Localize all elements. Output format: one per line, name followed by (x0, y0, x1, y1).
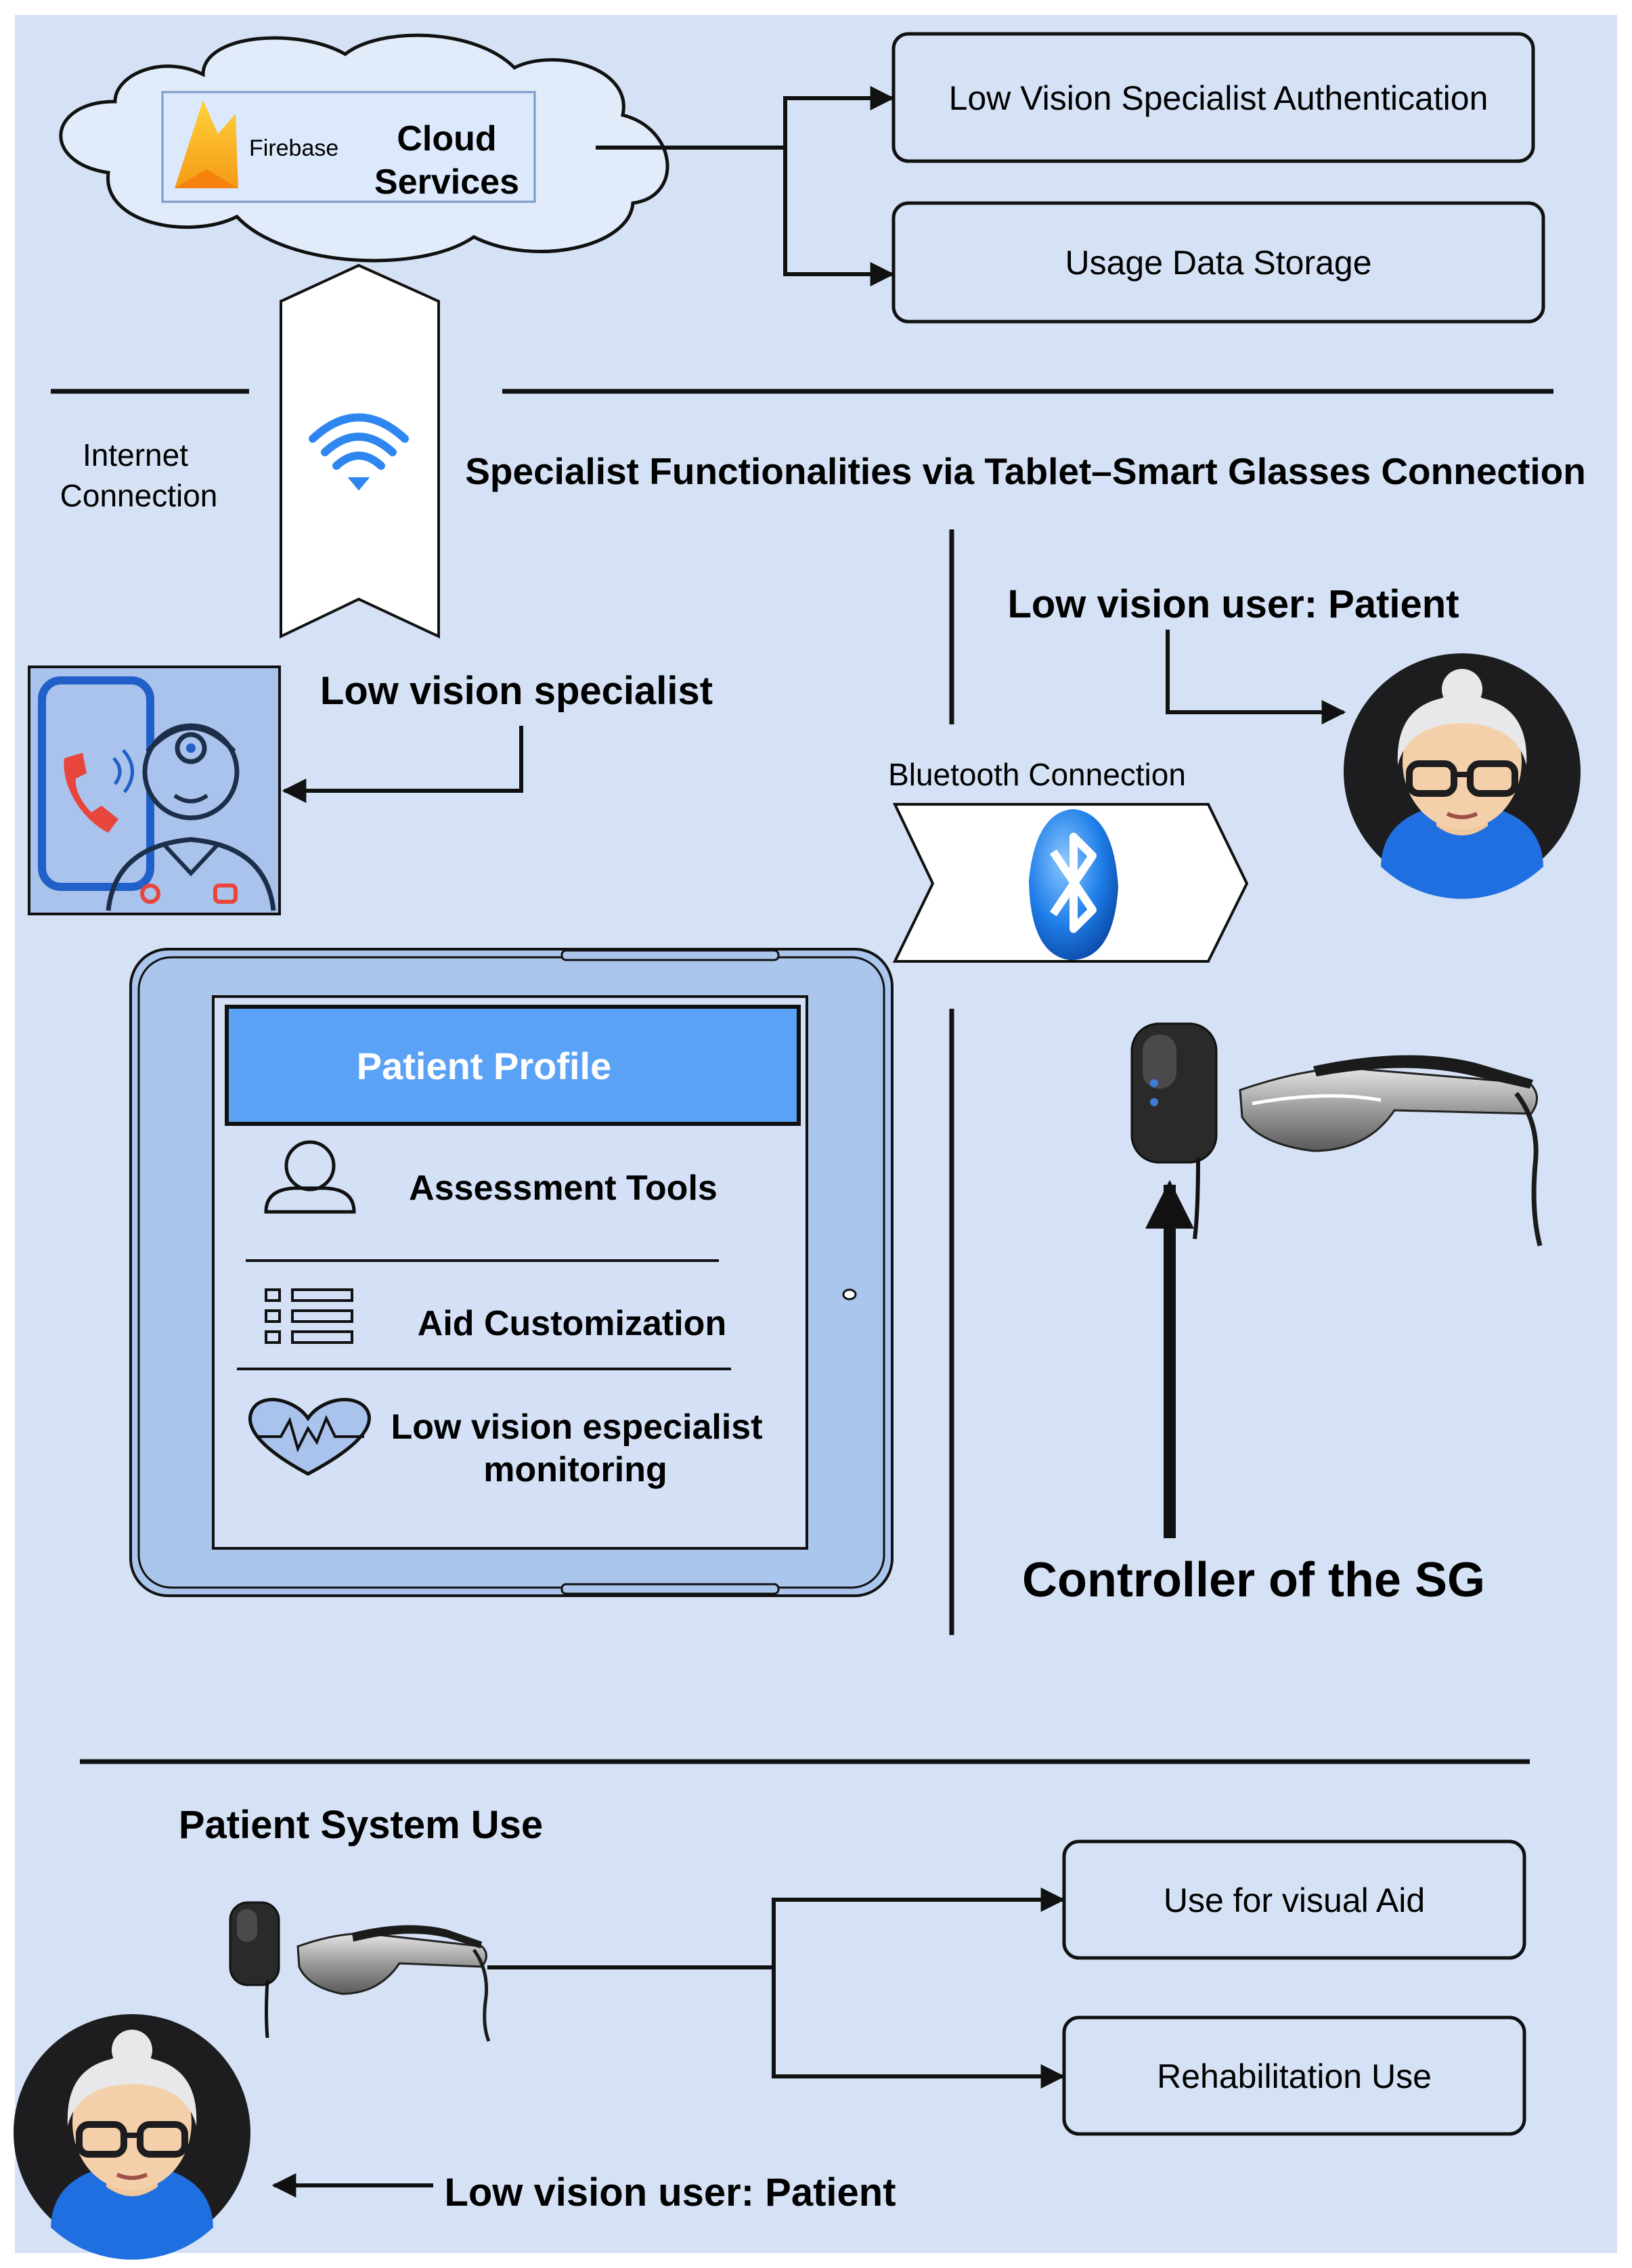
internet-banner-shape (280, 263, 440, 639)
patient-section-heading: Patient System Use (179, 1803, 543, 1847)
patient-label-upper: Low vision user: Patient (1007, 582, 1459, 626)
bluetooth-label: Bluetooth Connection (888, 757, 1186, 792)
doctor-tablet-call-icon (28, 666, 281, 915)
authentication-box: Low Vision Specialist Authentication (891, 32, 1535, 163)
patient-avatar-icon (14, 2014, 250, 2260)
tablet-device: Patient Profile Assessment Tools Aid Cus… (129, 948, 894, 1597)
menu-item-assessment-tools: Assessment Tools (409, 1169, 718, 1208)
menu-item-monitoring-line1: Low vision especialist (391, 1408, 762, 1447)
firebase-label: Firebase (249, 135, 338, 161)
patient-avatar-icon (1344, 653, 1581, 899)
patient-label-lower: Low vision user: Patient (444, 2171, 896, 2215)
menu-item-monitoring-line2: monitoring (483, 1450, 667, 1489)
controller-label: Controller of the SG (1022, 1553, 1485, 1607)
arrow-to-storage (783, 148, 895, 286)
arrow-to-authentication (596, 86, 895, 150)
rehabilitation-label: Rehabilitation Use (1157, 2057, 1432, 2095)
heart-pulse-icon (248, 1397, 371, 1476)
wifi-icon (309, 413, 409, 491)
cloud-title-line2: Services (374, 162, 519, 202)
visual-aid-box: Use for visual Aid (1062, 1839, 1526, 1960)
arrow-to-rehabilitation (772, 1967, 1065, 2089)
bluetooth-icon (1029, 809, 1118, 961)
internet-connection: Internet Connection (60, 263, 440, 639)
visual-aid-label: Use for visual Aid (1164, 1881, 1425, 1919)
smart-glasses-icon (229, 1901, 491, 2042)
smart-glasses-icon (1130, 1022, 1543, 1246)
menu-item-aid-customization: Aid Customization (418, 1304, 726, 1343)
rehabilitation-box: Rehabilitation Use (1062, 2015, 1526, 2136)
firebase-logo-icon (175, 100, 238, 188)
user-icon (264, 1140, 356, 1214)
list-icon (265, 1288, 353, 1344)
arrow-to-visual-aid (487, 1888, 1065, 1969)
specialist-label: Low vision specialist (320, 669, 713, 713)
storage-label: Usage Data Storage (1065, 244, 1371, 282)
internet-label-line1: Internet (83, 437, 188, 473)
storage-box: Usage Data Storage (891, 201, 1545, 324)
arrow-to-patient-upper (1166, 630, 1346, 724)
cloud-services: Firebase Cloud Services (59, 33, 669, 263)
patient-profile-header-label: Patient Profile (357, 1045, 612, 1087)
cloud-connectors (596, 86, 895, 286)
cloud-title-line1: Cloud (397, 119, 496, 158)
patient-use-connectors (487, 1888, 1065, 2089)
patient-profile-header (225, 1005, 801, 1126)
authentication-label: Low Vision Specialist Authentication (949, 79, 1488, 117)
specialist-section-heading: Specialist Functionalities via Tablet–Sm… (465, 450, 1586, 492)
internet-label-line2: Connection (60, 478, 218, 513)
arrow-to-specialist (282, 726, 523, 803)
